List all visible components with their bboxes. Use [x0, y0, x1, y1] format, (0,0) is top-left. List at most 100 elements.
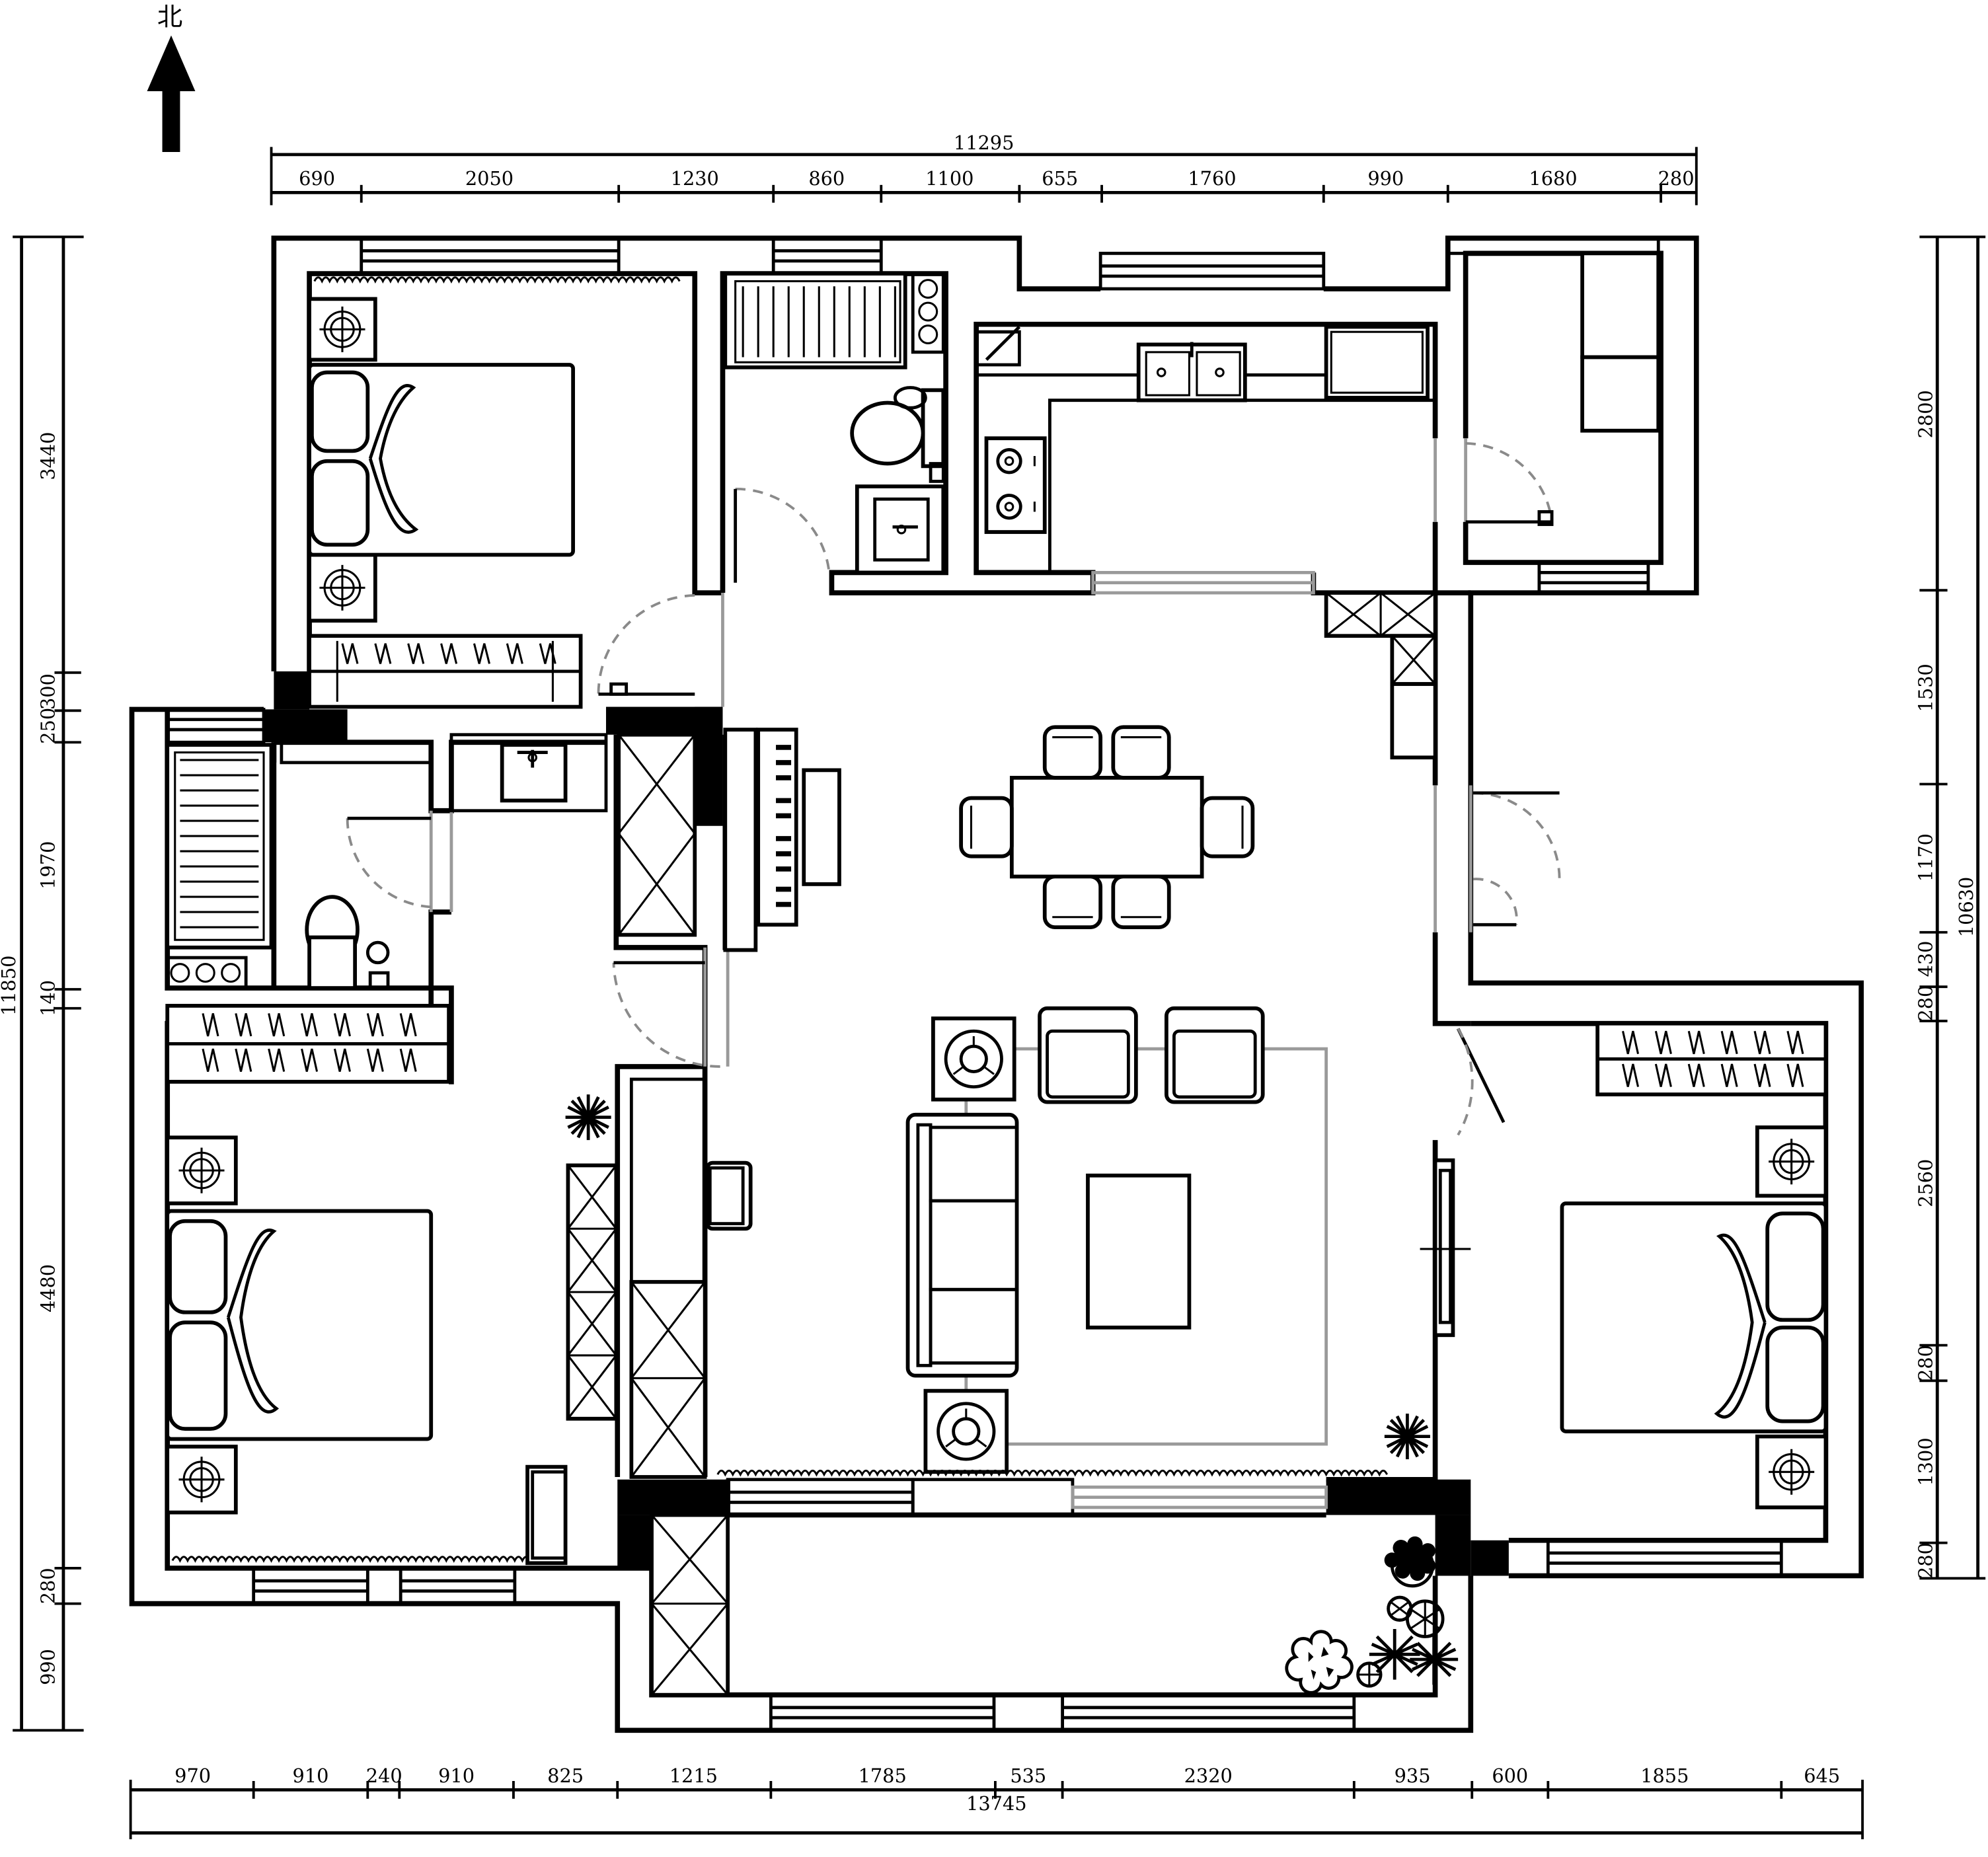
tv-unit-icon — [1420, 1158, 1471, 1338]
armchair-icon — [525, 1464, 568, 1566]
washbasin-icon — [500, 743, 568, 803]
north-arrow-icon — [147, 35, 196, 153]
wardrobe-icon — [165, 1004, 451, 1084]
washbasin-icon — [855, 484, 946, 575]
cabinet-icon — [1390, 634, 1437, 686]
dim-left-3: 1970 — [36, 841, 59, 890]
dim-right-5: 2560 — [1915, 1159, 1937, 1207]
armchair-icon — [1165, 1006, 1265, 1104]
dim-top-3: 860 — [808, 167, 845, 190]
shower-tray-icon — [165, 743, 274, 950]
windows — [165, 236, 1783, 1732]
bathroom-north — [723, 272, 946, 575]
dim-left-6: 280 — [36, 1568, 59, 1604]
side-table-icon — [923, 1388, 1009, 1474]
balcony — [1285, 1536, 1459, 1694]
living-dining — [705, 725, 1471, 1477]
dim-top-4: 1100 — [925, 167, 974, 190]
cabinets — [566, 591, 1437, 1697]
side-table-icon — [931, 1016, 1016, 1102]
plant-icon — [1405, 1599, 1445, 1638]
dimension-top: 11295 690 2050 1230 860 1100 655 1760 99… — [270, 132, 1698, 206]
nightstand-icon — [1755, 1125, 1828, 1198]
dim-bottom-9: 935 — [1395, 1764, 1431, 1787]
dining-table-icon — [1009, 776, 1204, 879]
dim-bottom-5: 1215 — [669, 1764, 718, 1787]
double-bed-icon — [165, 1209, 434, 1441]
dim-left-7: 990 — [36, 1649, 59, 1685]
north-label: 北 — [157, 2, 182, 32]
wardrobe-icon — [307, 634, 583, 709]
chair-icon — [705, 1160, 753, 1231]
nightstand-icon — [307, 297, 377, 362]
north-arrow: 北 — [147, 2, 196, 153]
cabinet-icon — [650, 1513, 730, 1697]
wash-area — [449, 733, 608, 813]
wardrobe-icon — [1595, 1021, 1828, 1096]
dimension-left: 11850 3440 300 250 1970 140 4480 280 990 — [0, 235, 84, 1732]
dim-top-2: 1230 — [671, 167, 719, 190]
dim-right-7: 1300 — [1915, 1437, 1937, 1486]
dim-left-5: 4480 — [36, 1264, 59, 1312]
bedroom-northwest — [307, 276, 681, 709]
dim-top-9: 280 — [1658, 167, 1695, 190]
dim-top-total: 11295 — [954, 132, 1014, 154]
dim-bottom-11: 1855 — [1640, 1764, 1689, 1787]
dim-left-0: 3440 — [36, 432, 59, 480]
dining-chairs-icon — [959, 725, 1255, 929]
piano-icon — [723, 728, 841, 952]
dim-top-8: 1680 — [1529, 167, 1577, 190]
dim-left-4: 140 — [36, 980, 59, 1016]
utility-room — [1537, 251, 1661, 526]
cabinet-icon — [566, 1163, 619, 1421]
toilet-icon — [850, 386, 946, 483]
cabinet-icon — [629, 1279, 707, 1479]
dim-top-5: 655 — [1042, 167, 1078, 190]
shower-tray-icon — [723, 272, 907, 369]
dim-bottom-7: 535 — [1010, 1764, 1046, 1787]
plant-icon — [1369, 1628, 1420, 1680]
armchair-icon — [1038, 1006, 1138, 1104]
dim-bottom-2: 240 — [366, 1764, 402, 1787]
dim-right-3: 430 — [1915, 941, 1937, 977]
dim-right-4: 280 — [1915, 985, 1937, 1022]
dim-top-7: 990 — [1367, 167, 1404, 190]
dim-top-6: 1760 — [1188, 167, 1236, 190]
dim-top-1: 2050 — [465, 167, 514, 190]
dimension-bottom: 970 910 240 910 825 1215 1785 535 2320 9… — [129, 1764, 1864, 1840]
nightstand-icon — [1755, 1434, 1828, 1509]
bedroom-southwest — [165, 1004, 611, 1566]
plant-icon — [1384, 1414, 1430, 1460]
plant-icon — [565, 1094, 611, 1141]
dim-bottom-4: 825 — [547, 1764, 584, 1787]
double-bed-icon — [1560, 1201, 1828, 1433]
dim-right-2: 1170 — [1915, 833, 1937, 882]
dim-bottom-6: 1785 — [859, 1764, 907, 1787]
dim-bottom-total: 13745 — [966, 1792, 1027, 1815]
dim-right-0: 2800 — [1915, 390, 1937, 438]
dim-top-0: 690 — [299, 167, 335, 190]
dim-right-1: 1530 — [1915, 663, 1937, 712]
appliance-icon — [1324, 324, 1430, 400]
cabinet-icon — [617, 732, 697, 937]
nightstand-icon — [165, 1445, 238, 1515]
double-bed-icon — [307, 363, 575, 557]
coffee-table-icon — [1086, 1173, 1192, 1330]
plant-icon — [1384, 1536, 1436, 1588]
dim-right-6: 280 — [1915, 1345, 1937, 1381]
bathroom-west — [165, 740, 433, 990]
sofa-icon — [905, 1112, 1019, 1378]
nightstand-icon — [165, 1135, 238, 1205]
towel-rack-icon — [165, 956, 248, 990]
dim-left-1: 300 — [36, 673, 59, 710]
nightstand-icon — [307, 552, 377, 623]
double-sink-icon — [1136, 342, 1247, 402]
dim-bottom-0: 970 — [174, 1764, 211, 1787]
bedroom-southeast — [1560, 1021, 1828, 1509]
dim-left-2: 250 — [36, 708, 59, 744]
gas-stove-icon — [984, 436, 1047, 534]
columns — [264, 671, 1509, 1576]
dim-bottom-8: 2320 — [1184, 1764, 1233, 1787]
plant-icon — [1356, 1661, 1383, 1688]
